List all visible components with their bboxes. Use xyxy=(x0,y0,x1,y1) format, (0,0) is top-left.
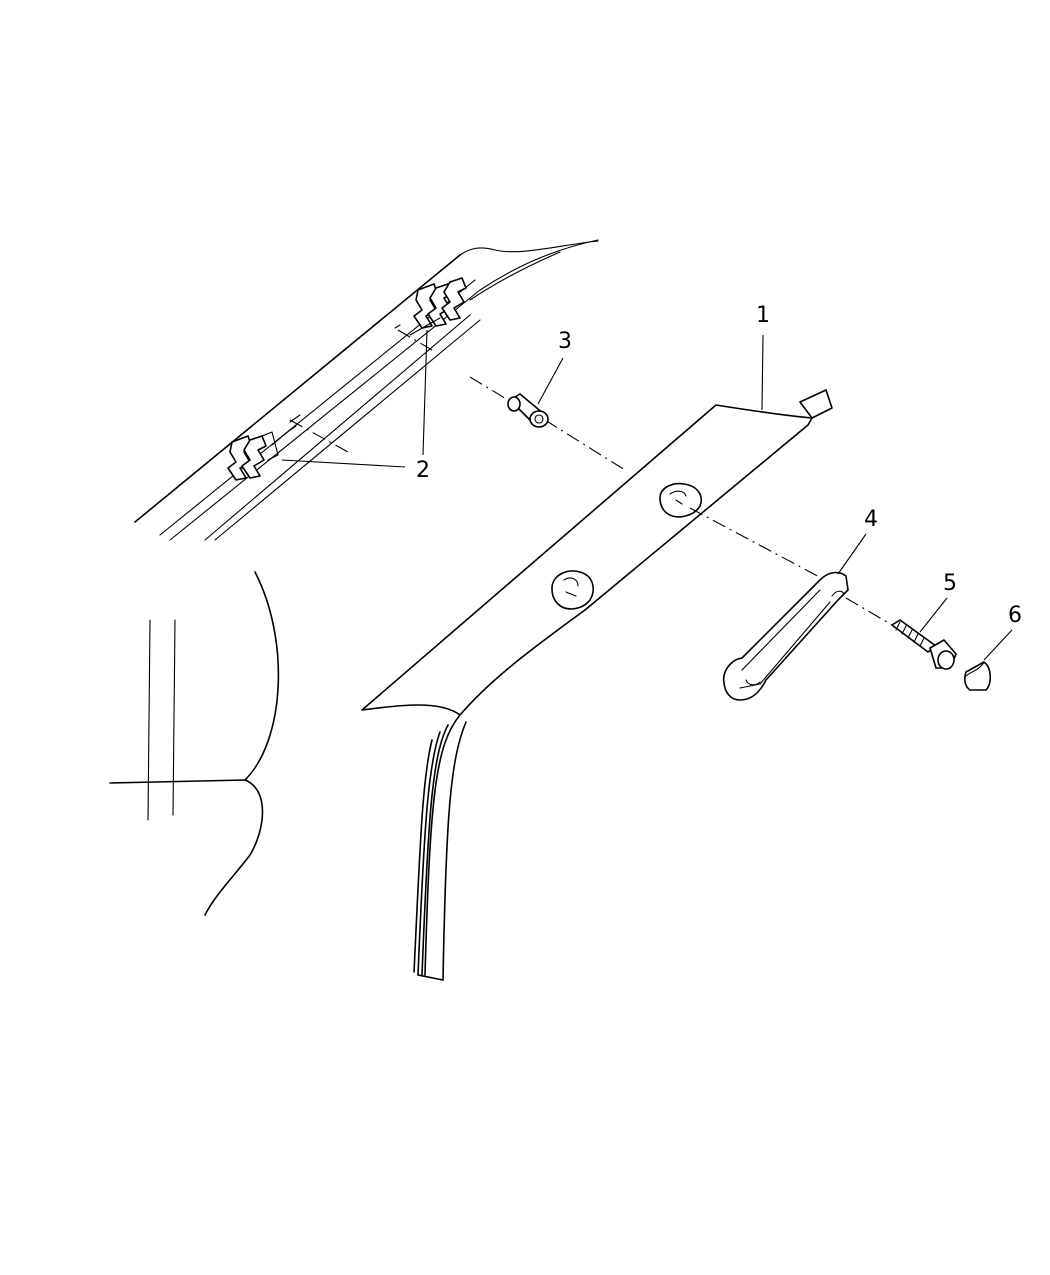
leader-line-2b xyxy=(422,329,428,456)
retainer-clip-upper xyxy=(394,277,467,336)
retainer-clip-lower xyxy=(227,414,301,481)
panel-mounting-boss-upper xyxy=(659,482,702,518)
leader-line-1 xyxy=(761,334,764,411)
handle-alignment-line xyxy=(689,507,841,589)
callout-5: 5 xyxy=(943,571,957,596)
bushing-alignment-line xyxy=(469,376,626,471)
leader-line-6 xyxy=(983,629,1013,661)
clip-alignment-line-lower xyxy=(289,419,349,453)
screw-alignment-line xyxy=(845,597,893,626)
callout-3: 3 xyxy=(558,329,572,354)
mounting-screw xyxy=(891,619,957,670)
assist-grab-handle xyxy=(722,571,849,701)
panel-mounting-boss-lower xyxy=(551,570,594,610)
b-pillar-outline xyxy=(109,571,280,916)
leader-line-4 xyxy=(837,533,867,575)
push-pin-bushing xyxy=(507,393,549,428)
screw-cover-cap xyxy=(964,661,992,691)
callout-6: 6 xyxy=(1008,603,1022,628)
roof-rail-structure xyxy=(134,239,599,541)
callout-4: 4 xyxy=(864,507,878,532)
leader-line-2a xyxy=(281,459,406,468)
callout-1: 1 xyxy=(756,303,770,328)
leader-line-3 xyxy=(537,357,564,405)
callout-2: 2 xyxy=(416,458,430,483)
leader-line-5 xyxy=(919,597,948,633)
